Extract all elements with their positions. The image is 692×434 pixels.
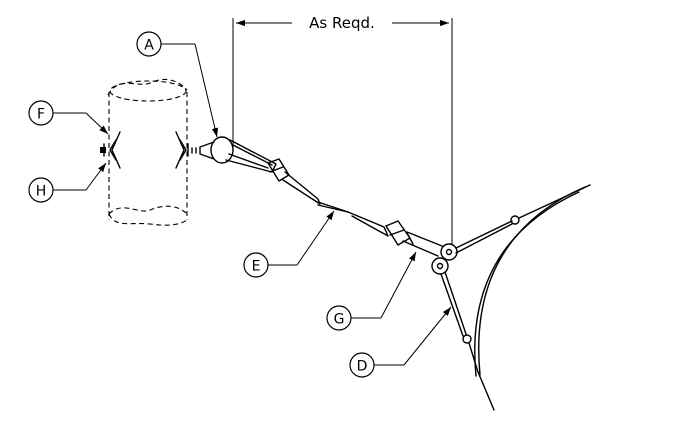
guy-wire [317, 201, 349, 213]
yoke-rings [431, 243, 458, 275]
callout-e-letter: E [252, 259, 261, 275]
callout-h-letter: H [36, 184, 47, 200]
guy-branch-lower [440, 271, 495, 411]
callout-f: F [28, 100, 109, 135]
turnbuckle-right [347, 211, 443, 257]
dimension-as-reqd: As Reqd. [232, 14, 453, 245]
callout-e: E [243, 210, 335, 278]
callout-a: A [136, 31, 218, 138]
dimension-label: As Reqd. [309, 14, 375, 32]
pole-bracket-left [100, 131, 121, 169]
callout-h: H [28, 162, 107, 203]
thimble-eye [191, 136, 234, 164]
callout-f-letter: F [37, 107, 45, 123]
guy-bow-curve [474, 186, 586, 377]
callout-g-letter: G [334, 312, 345, 328]
pole-bracket-right [175, 131, 189, 169]
pole-outline [107, 78, 188, 226]
callout-d-letter: D [357, 359, 368, 375]
turnbuckle-left [225, 139, 321, 205]
guy-branch-upper [455, 184, 591, 254]
callout-d: D [349, 306, 452, 378]
callout-g: G [326, 251, 417, 331]
callout-a-letter: A [144, 38, 154, 54]
